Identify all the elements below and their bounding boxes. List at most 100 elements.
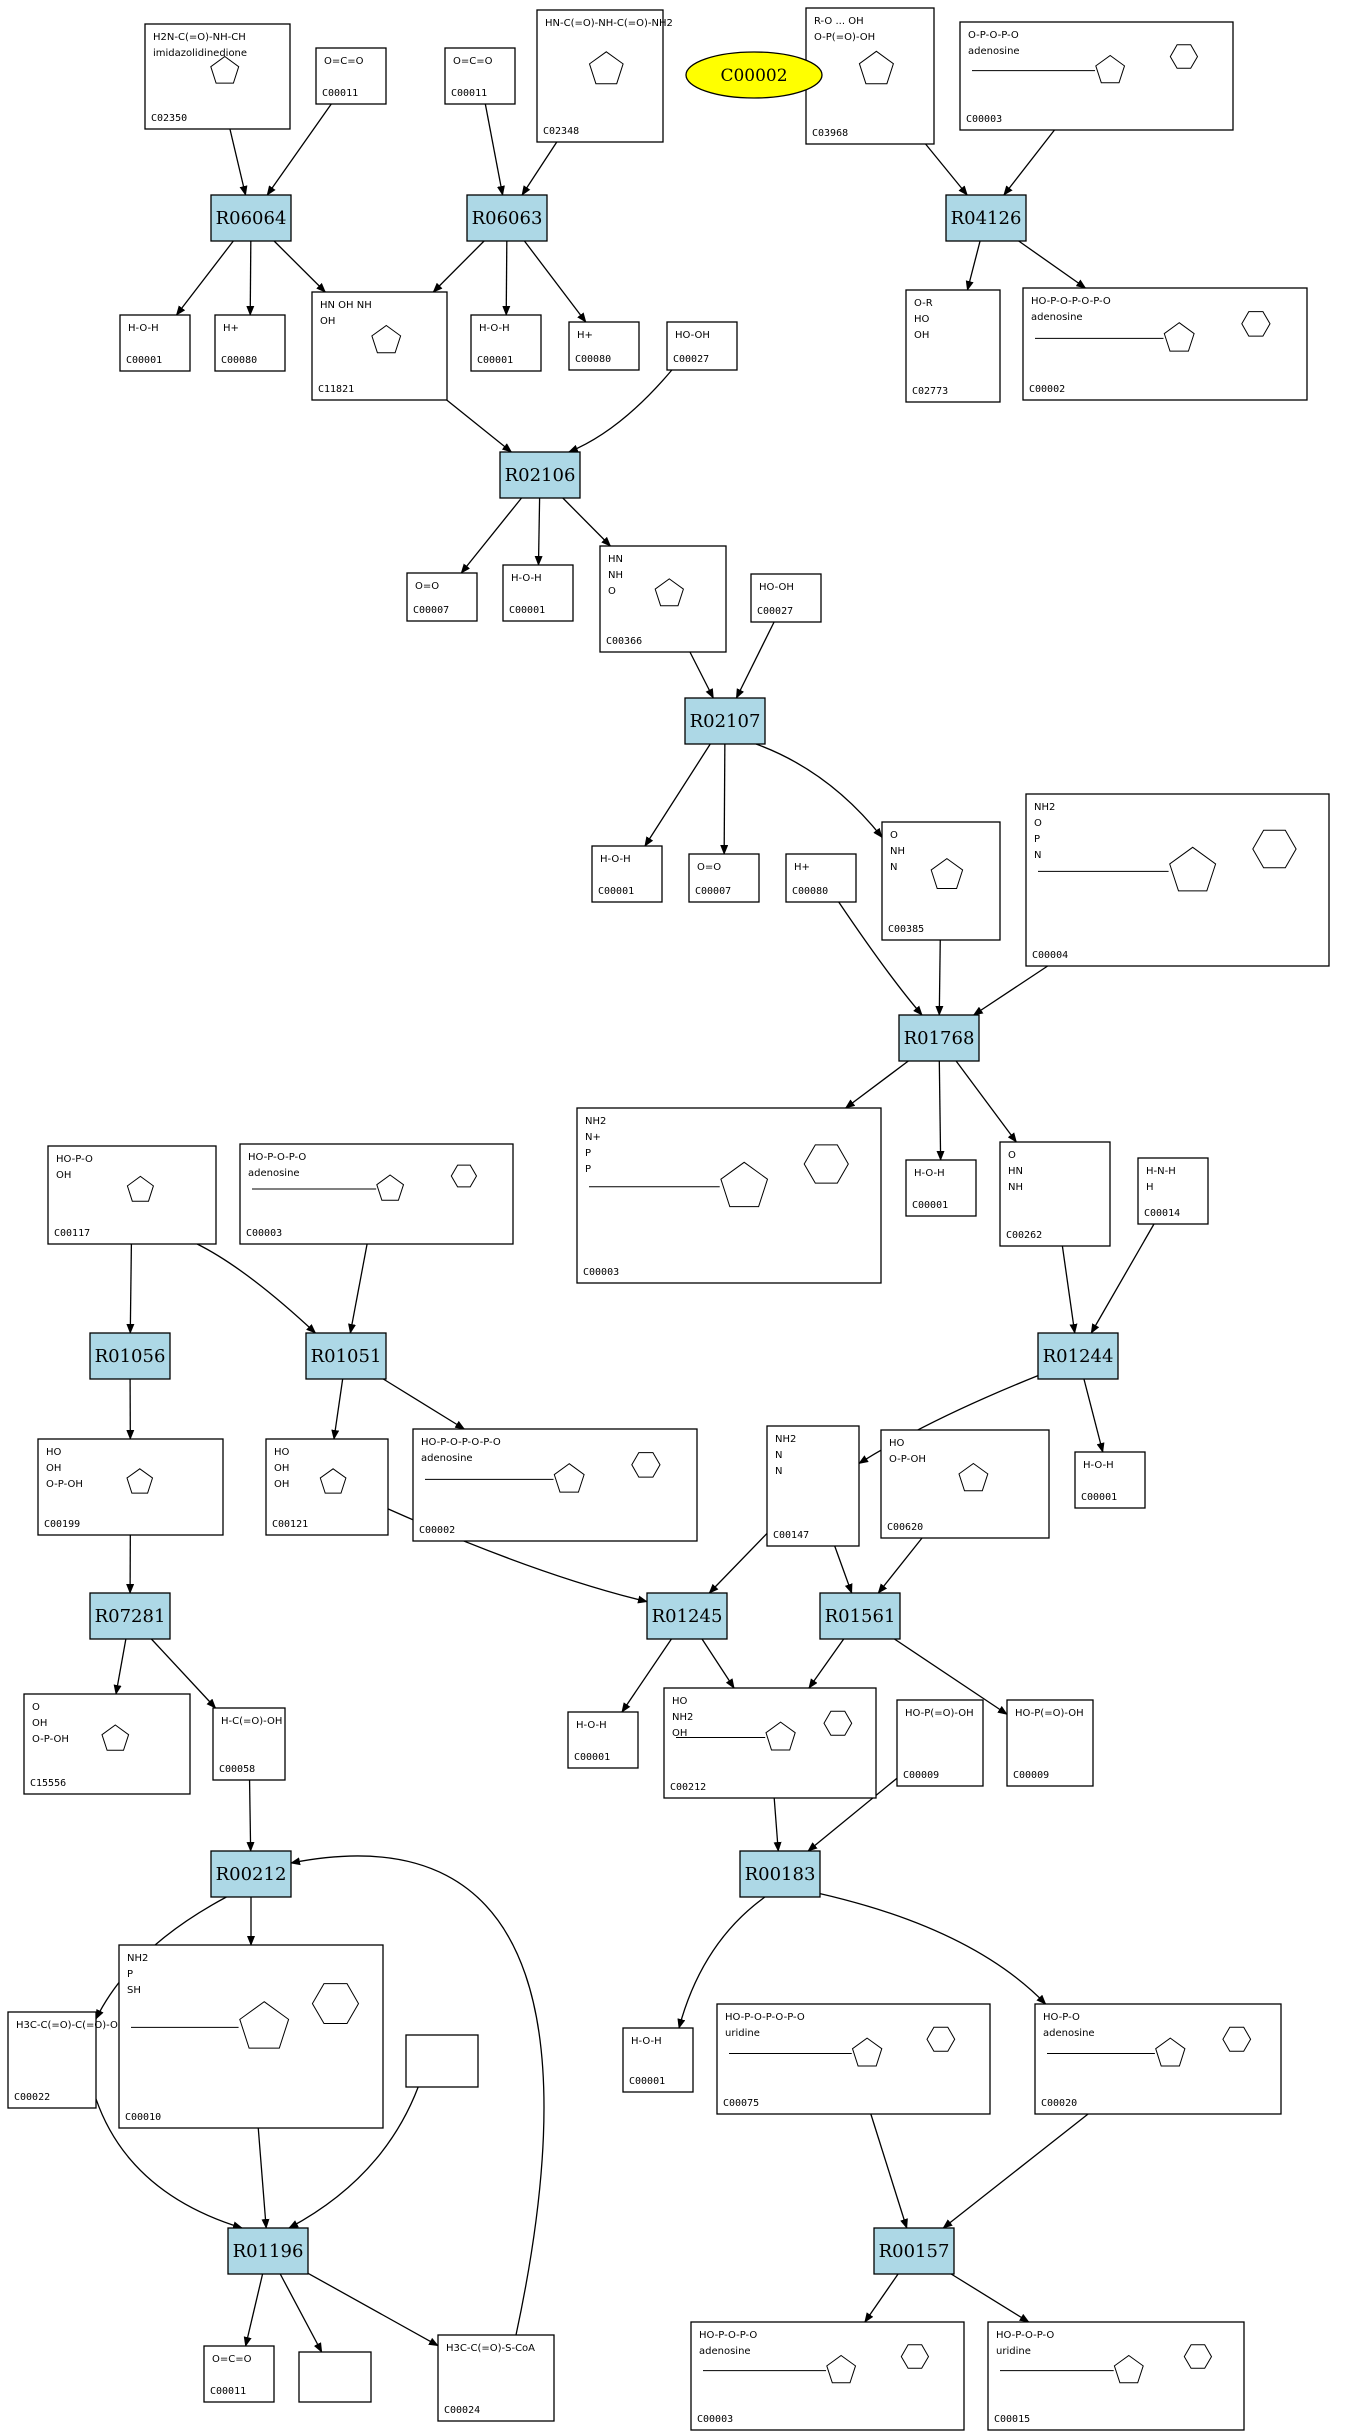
reaction-r01051[interactable]: R01051	[305, 1332, 387, 1380]
compound-box[interactable]	[7, 2011, 97, 2109]
highlighted-compound[interactable]: C00002	[685, 51, 823, 99]
compound-box[interactable]	[315, 47, 387, 105]
compound-box[interactable]	[688, 853, 760, 903]
compound-box[interactable]	[576, 1107, 882, 1284]
reaction-r02106[interactable]: R02106	[499, 451, 581, 499]
compound-box[interactable]	[1022, 287, 1308, 401]
compound-box[interactable]	[118, 1944, 384, 2129]
reaction-r01561[interactable]: R01561	[819, 1592, 901, 1640]
compound-box[interactable]	[905, 1159, 977, 1217]
compound-box[interactable]	[766, 1425, 860, 1547]
reaction-r00212[interactable]: R00212	[210, 1850, 292, 1898]
compound-box[interactable]	[663, 1687, 877, 1799]
reaction-r07281[interactable]: R07281	[89, 1592, 171, 1640]
compound-box[interactable]	[1025, 793, 1330, 967]
reaction-box[interactable]	[898, 1014, 980, 1062]
compound-box[interactable]	[536, 9, 664, 143]
compound-box[interactable]	[690, 2321, 965, 2431]
compound-box[interactable]	[881, 821, 1001, 941]
compound-box[interactable]	[1074, 1451, 1146, 1509]
reaction-box[interactable]	[819, 1592, 901, 1640]
compound-box[interactable]	[716, 2003, 991, 2115]
reaction-r00157[interactable]: R00157	[873, 2227, 955, 2275]
reaction-box[interactable]	[89, 1332, 171, 1380]
reaction-box[interactable]	[646, 1592, 728, 1640]
reaction-box[interactable]	[466, 194, 548, 242]
compound-box[interactable]	[880, 1429, 1050, 1539]
reaction-r04126[interactable]: R04126	[945, 194, 1027, 242]
compound-box[interactable]	[470, 314, 542, 372]
highlight-ellipse[interactable]	[685, 51, 823, 99]
compound-box[interactable]	[785, 853, 857, 903]
reaction-r06064[interactable]: R06064	[210, 194, 292, 242]
reaction-box[interactable]	[210, 1850, 292, 1898]
compound-box[interactable]	[298, 2351, 372, 2403]
compound-box[interactable]	[437, 2334, 555, 2422]
compound-box[interactable]	[999, 1141, 1111, 1247]
reaction-box[interactable]	[89, 1592, 171, 1640]
compound-box[interactable]	[444, 47, 516, 105]
compound-empty[interactable]	[298, 2351, 372, 2403]
compound-c00080[interactable]: H+C00080	[568, 321, 640, 371]
compound-box[interactable]	[622, 2027, 694, 2093]
compound-box[interactable]	[406, 572, 478, 622]
compound-box[interactable]	[214, 314, 286, 372]
reaction-r01244[interactable]: R01244	[1037, 1332, 1119, 1380]
reaction-box[interactable]	[739, 1850, 821, 1898]
reaction-box[interactable]	[227, 2227, 309, 2275]
reaction-box[interactable]	[873, 2227, 955, 2275]
compound-box[interactable]	[265, 1438, 389, 1536]
reaction-box[interactable]	[945, 194, 1027, 242]
compound-box[interactable]	[599, 545, 727, 653]
compound-box[interactable]	[568, 321, 640, 371]
compound-box[interactable]	[119, 314, 191, 372]
compound-c00080[interactable]: H+C00080	[785, 853, 857, 903]
compound-box[interactable]	[905, 289, 1001, 403]
compound-box[interactable]	[959, 21, 1234, 131]
compound-box[interactable]	[405, 2034, 479, 2088]
compound-box[interactable]	[212, 1707, 286, 1781]
compound-box[interactable]	[1137, 1157, 1209, 1225]
compound-empty[interactable]	[405, 2034, 479, 2088]
reaction-r01056[interactable]: R01056	[89, 1332, 171, 1380]
compound-box[interactable]	[502, 564, 574, 622]
compound-box[interactable]	[750, 573, 822, 623]
reaction-r06063[interactable]: R06063	[466, 194, 548, 242]
reaction-r00183[interactable]: R00183	[739, 1850, 821, 1898]
compound-box[interactable]	[1034, 2003, 1282, 2115]
compound-box[interactable]	[805, 7, 935, 145]
compound-box[interactable]	[591, 845, 663, 903]
reaction-r02107[interactable]: R02107	[684, 697, 766, 745]
compound-box[interactable]	[412, 1428, 698, 1542]
compound-box[interactable]	[567, 1711, 639, 1769]
